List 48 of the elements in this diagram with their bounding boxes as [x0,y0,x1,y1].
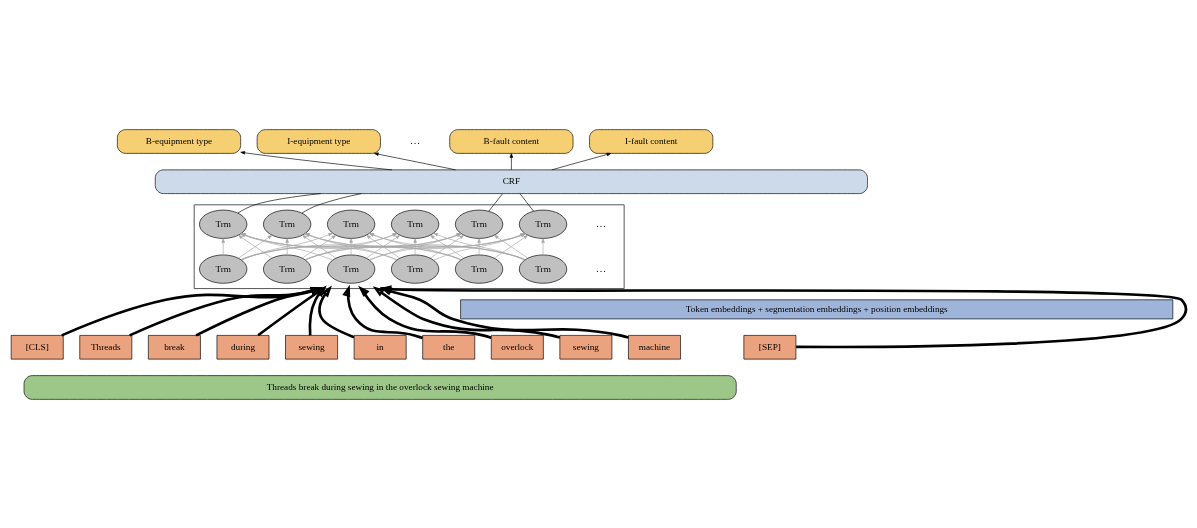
node-box: sewing [559,334,613,359]
arrow [342,284,423,339]
node-box: during [216,334,270,359]
label: … [595,262,607,274]
label: … [595,217,607,229]
node-box: Threads break during sewing in the overlock sewing machine [23,374,737,400]
arrow [477,237,481,255]
cluster [193,203,625,289]
arrow [285,237,289,255]
node-box: in [353,334,407,359]
arrow [349,237,353,255]
arrow [372,285,561,339]
node-box: overlock [490,334,544,359]
arrow [129,286,323,337]
arrow [379,284,1186,348]
node-box: Token embeddings + segmentation embeddings + position embeddings [460,298,1174,319]
arrow [61,286,323,337]
arrow [374,152,456,170]
node-box: CRF [154,169,868,194]
node-ellipse: Trm [391,254,440,284]
connector [237,192,322,213]
node-box: [SEP] [743,334,797,359]
node-box: B-fault content [449,128,574,154]
arrow [257,285,327,336]
node-box: [CLS] [10,334,64,359]
node-box: sewing [285,334,338,359]
node-box: the [422,334,476,359]
node-box: machine [628,334,681,359]
arrow [379,286,629,339]
arrow [318,284,355,338]
node-ellipse: Trm [199,254,248,284]
node-ellipse: Trm [518,254,568,284]
node-ellipse: Trm [327,254,376,284]
node-ellipse: Trm [263,254,312,284]
node-ellipse: Trm [455,254,504,284]
connector [519,192,534,212]
arrow [240,150,393,170]
arrow [413,237,417,255]
node-box: B-equipment type [117,128,241,154]
arrow [221,237,225,255]
connector [488,192,503,212]
label: … [409,134,421,146]
arrow [358,285,492,339]
arrow [195,286,323,337]
node-box: break [148,334,201,359]
arrow [509,152,514,170]
node-box: Threads [79,334,133,359]
arrow [308,285,327,335]
